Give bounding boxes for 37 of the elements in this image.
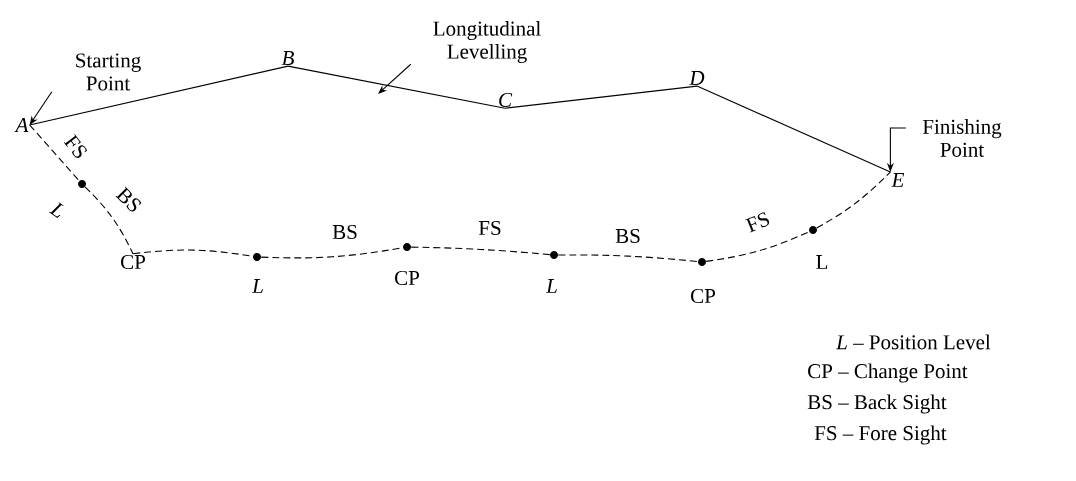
callout-text: Starting Point — [76, 53, 141, 91]
station-label: L — [545, 279, 557, 293]
station-label: L — [251, 279, 263, 293]
survey-line — [287, 65, 506, 109]
edge-label: FS — [63, 134, 88, 158]
edge-label: FS — [745, 212, 770, 233]
point-letter: B — [281, 51, 294, 65]
legend-text: L – Position Level — [835, 334, 991, 350]
legend-text: FS – Fore Sight — [814, 425, 947, 445]
dashed-line — [705, 231, 810, 262]
callout-text: Longitudinal Levelling — [433, 20, 541, 64]
edge-label: BS — [332, 224, 357, 240]
edge-label: BS — [115, 186, 142, 212]
station-label: L — [816, 255, 828, 269]
legend-text: BS – Back Sight — [807, 394, 947, 414]
leader-arrow — [378, 63, 412, 94]
station-label: CP — [691, 288, 715, 304]
point-letter: D — [689, 71, 705, 85]
station-label: CP — [121, 254, 145, 270]
leader-arrow — [29, 91, 53, 125]
survey-line — [696, 85, 891, 173]
survey-line — [29, 65, 289, 126]
survey-line — [504, 85, 698, 109]
dashed-line — [557, 254, 699, 263]
station-label: L — [49, 202, 64, 218]
point-letter: E — [891, 173, 905, 187]
dashed-line — [29, 124, 80, 182]
dashed-line — [410, 246, 551, 256]
point-letter: C — [499, 92, 513, 108]
edge-label: FS — [478, 220, 501, 236]
station-label: CP — [395, 270, 419, 286]
dashed-line — [816, 171, 891, 229]
edge-label: BS — [615, 228, 640, 244]
dashed-line — [84, 186, 134, 255]
callout-text: Finishing Point — [922, 119, 1002, 157]
point-letter: A — [14, 118, 29, 132]
legend-text: CP – Change Point — [808, 363, 968, 383]
